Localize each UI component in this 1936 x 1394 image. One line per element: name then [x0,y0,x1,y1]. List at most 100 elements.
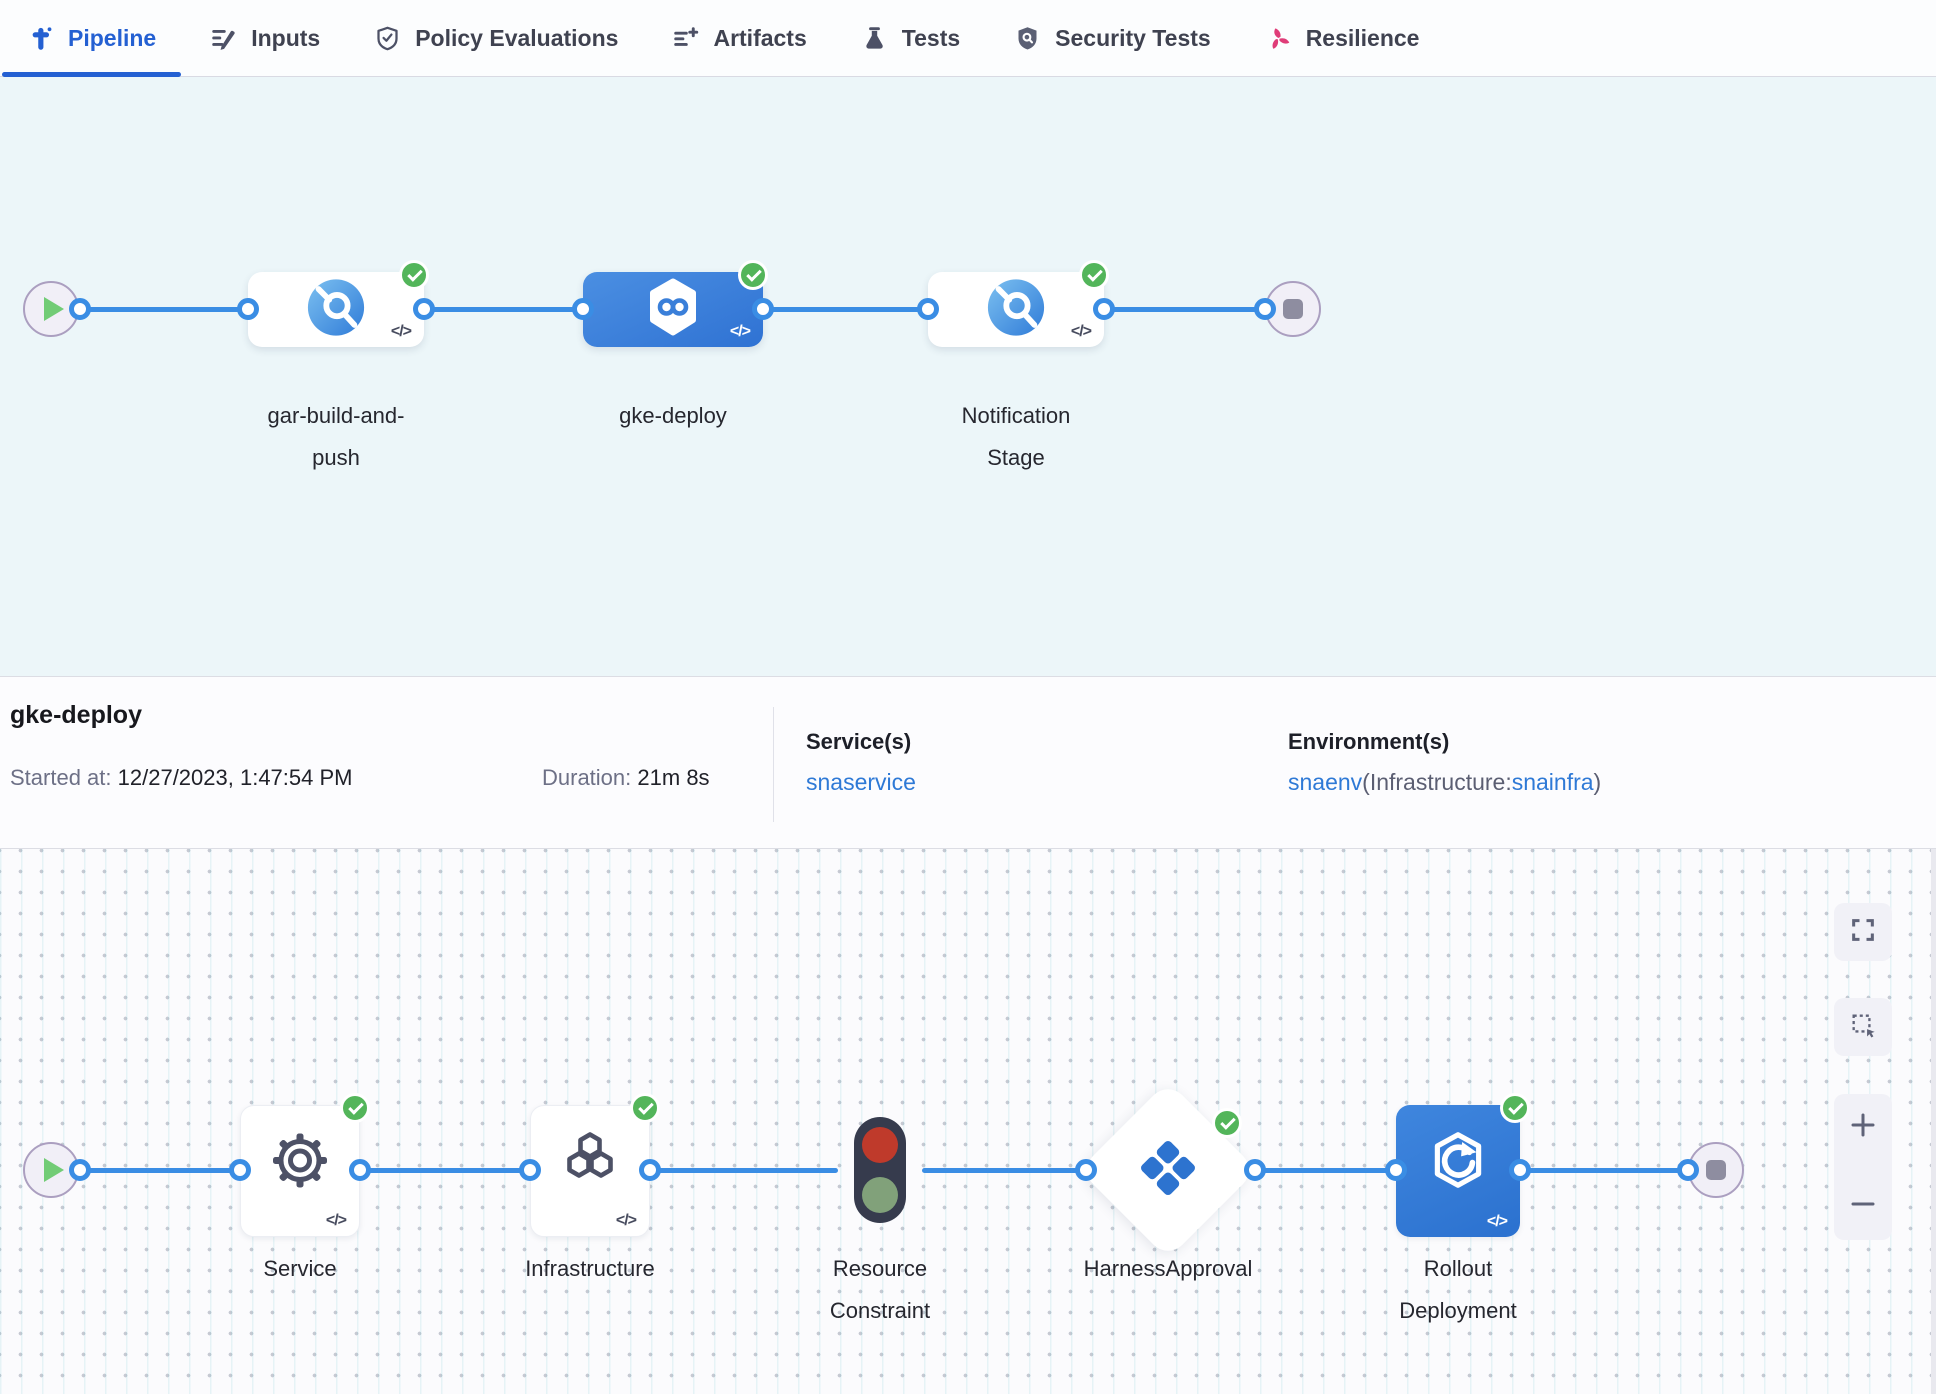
connector-port [572,298,594,320]
fullscreen-icon [1849,916,1877,949]
tab-security-tests[interactable]: Security Tests [987,0,1238,76]
approval-icon [1137,1137,1199,1204]
connector-port [1385,1159,1407,1181]
tab-label: Inputs [251,24,321,51]
connector-edge [650,1168,838,1173]
zoom-out-button[interactable] [1848,1189,1878,1224]
step-label[interactable]: Service [263,1256,337,1281]
resilience-icon [1265,25,1292,52]
connector-edge [1255,1168,1396,1173]
execution-graph-canvas[interactable]: </> </> [0,849,1936,1394]
step-card-service[interactable]: </> [240,1105,360,1237]
tab-label: Pipeline [68,24,157,51]
vertical-divider [773,707,774,822]
tab-artifacts[interactable]: Artifacts [645,0,833,76]
infrastructure-icon [558,1129,622,1198]
connector-port [1244,1159,1266,1181]
scrollbar-track[interactable] [1931,849,1936,1394]
connector-port [1254,298,1276,320]
service-link[interactable]: snaservice [806,769,916,795]
duration-value: 21m 8s [637,765,710,790]
tab-label: Policy Evaluations [415,24,619,51]
zoom-controls [1834,1094,1892,1240]
started-at-value: 12/27/2023, 1:47:54 PM [117,765,353,790]
code-toggle-icon: </> [1486,1213,1508,1230]
success-badge-icon [399,260,429,290]
stop-icon [1706,1160,1726,1180]
service-links: snaservice [806,769,916,796]
duration-label: Duration: [542,765,632,790]
connector-port [349,1159,371,1181]
tests-icon [861,25,888,52]
success-badge-icon [1079,260,1109,290]
step-card-infrastructure[interactable]: </> [530,1105,650,1237]
rollout-deployment-icon [1425,1128,1491,1199]
security-tests-icon [1014,25,1041,52]
stage-label[interactable]: gar-build-and-push [267,403,405,470]
infrastructure-suffix: ) [1593,769,1602,795]
step-label[interactable]: HarnessApproval [1083,1256,1253,1281]
execution-tab-bar: Pipeline Inputs Policy Evaluations Artif… [0,0,1936,77]
started-at: Started at: 12/27/2023, 1:47:54 PM [10,765,353,791]
services-label: Service(s) [806,729,912,754]
connector-edge [424,307,583,312]
tab-label: Artifacts [713,24,807,51]
success-badge-icon [1500,1093,1530,1123]
zoom-in-button[interactable] [1848,1110,1878,1145]
infrastructure-link[interactable]: snainfra [1511,769,1594,795]
connector-port [69,1159,91,1181]
connector-port [69,298,91,320]
connector-port [229,1159,251,1181]
tab-resilience[interactable]: Resilience [1238,0,1447,76]
traffic-light-red-icon [862,1127,898,1163]
code-toggle-icon: </> [729,323,751,340]
stage-title: gke-deploy [10,701,142,729]
stop-icon [1283,299,1303,319]
started-at-label: Started at: [10,765,112,790]
stage-card-notification-stage[interactable]: </> [928,272,1104,347]
stage-label[interactable]: gke-deploy [619,403,727,428]
step-card-harnessapproval[interactable] [1078,1080,1258,1260]
artifacts-icon [672,25,699,52]
service-gear-icon [268,1129,332,1198]
inputs-icon [210,25,237,52]
connector-port [1093,298,1115,320]
step-resource-constraint[interactable] [854,1117,906,1223]
play-icon [44,297,64,321]
step-label[interactable]: Rollout Deployment [1399,1256,1517,1323]
tab-inputs[interactable]: Inputs [183,0,347,76]
connector-port [639,1159,661,1181]
connector-port [917,298,939,320]
step-label[interactable]: Infrastructure [525,1256,655,1281]
multi-select-button[interactable] [1834,998,1892,1056]
play-icon [44,1158,64,1182]
code-toggle-icon: </> [390,323,412,340]
connector-port [237,298,259,320]
connector-edge [360,1168,530,1173]
custom-stage-icon [985,276,1047,343]
connector-edge [922,1168,1086,1173]
stage-card-gke-deploy[interactable]: </> [583,272,763,347]
connector-port [413,298,435,320]
stage-card-gar-build-and-push[interactable]: </> [248,272,424,347]
duration: Duration: 21m 8s [542,765,710,791]
tab-label: Security Tests [1055,24,1211,51]
environment-link[interactable]: snaenv [1288,769,1363,795]
step-label[interactable]: Resource Constraint [829,1256,931,1323]
connector-edge [1520,1168,1688,1173]
tab-policy-evaluations[interactable]: Policy Evaluations [347,0,645,76]
tab-tests[interactable]: Tests [834,0,987,76]
stage-label[interactable]: Notification Stage [961,403,1071,470]
tab-pipeline[interactable]: Pipeline [0,0,183,77]
custom-stage-icon [305,276,367,343]
stage-graph-canvas[interactable]: </> </> </> gar-build-and-push gke-deplo… [0,77,1936,676]
tab-label: Tests [901,24,961,51]
code-toggle-icon: </> [1070,323,1092,340]
traffic-light-green-icon [862,1177,898,1213]
step-card-rollout-deployment[interactable]: </> [1396,1105,1520,1237]
fullscreen-button[interactable] [1834,903,1892,961]
connector-port [752,298,774,320]
environments-label: Environment(s) [1288,729,1450,754]
code-toggle-icon: </> [325,1212,347,1229]
connector-port [1677,1159,1699,1181]
